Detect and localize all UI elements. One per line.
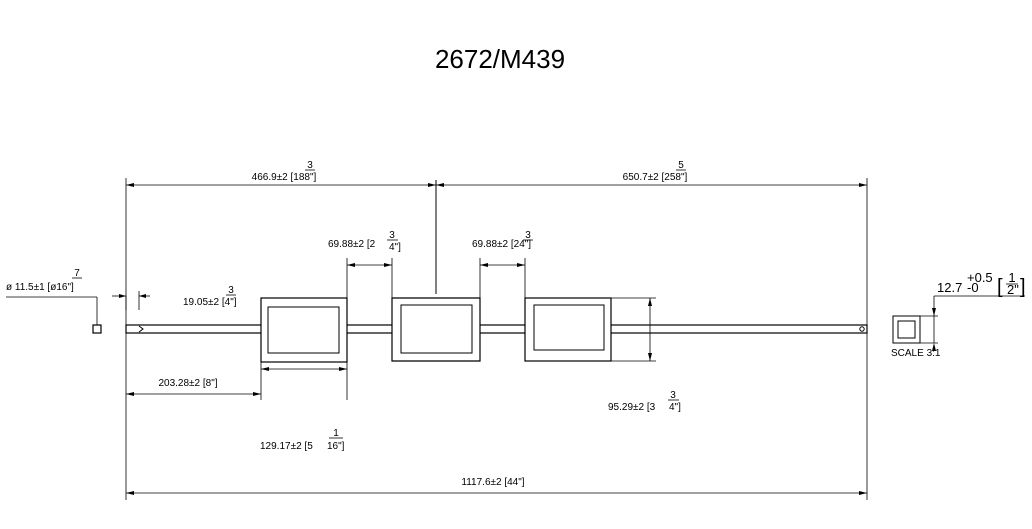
height-dimension-lines	[611, 297, 656, 362]
part-body	[125, 297, 868, 363]
tube-tol-minus: -0	[967, 280, 979, 295]
drawing-title: 2672/M439	[435, 44, 565, 74]
dim-height-frac-num: 3	[670, 390, 676, 401]
dim-gap2: 69.88±2 [24"]	[472, 239, 531, 250]
dim-gap2-frac: 3	[525, 230, 531, 241]
gap-dimension-lines	[346, 258, 526, 300]
dim-end-frac: 3	[228, 285, 234, 296]
dim-offset: 203.28±2 [8"]	[158, 378, 217, 389]
dim-height-frac-den: 4"]	[669, 402, 681, 413]
dim-diameter: ø 11.5±1 [ø16"]	[6, 282, 74, 293]
scale-label: SCALE 3:1	[891, 348, 941, 359]
dim-top-left: 466.9±2 [188"]	[252, 172, 317, 183]
tube-tol-plus: +0.5	[967, 270, 993, 285]
left-end-detail	[6, 291, 150, 334]
dim-gap1-frac-num: 3	[389, 230, 395, 241]
dim-end-length: 19.05±2 [4"]	[183, 297, 237, 308]
dim-window: 129.17±2 [5	[260, 441, 313, 452]
top-dimension-lines	[125, 178, 868, 330]
dim-diameter-frac: 7	[74, 268, 80, 279]
bottom-dimension-lines	[125, 333, 868, 500]
tube-size: 12.7	[937, 280, 962, 295]
dim-gap1-frac-den: 4"]	[389, 242, 401, 253]
dim-overall: 1117.6±2 [44"]	[461, 477, 524, 488]
tube-bracket-close: ]	[1020, 276, 1026, 298]
tube-frac-num: 1	[1008, 270, 1015, 285]
tube-bracket-open: [	[997, 276, 1003, 298]
dim-height: 95.29±2 [3	[608, 402, 656, 413]
dim-gap1: 69.88±2 [2	[328, 239, 376, 250]
dim-window-frac-num: 1	[333, 428, 339, 439]
dim-top-right: 650.7±2 [258"]	[623, 172, 688, 183]
dim-top-right-frac: 5	[678, 160, 684, 171]
tube-frac-den: 2"	[1007, 282, 1019, 297]
dim-window-frac-den: 16"]	[327, 441, 345, 452]
cross-section-detail	[892, 295, 1025, 351]
dim-top-left-frac: 3	[307, 160, 313, 171]
